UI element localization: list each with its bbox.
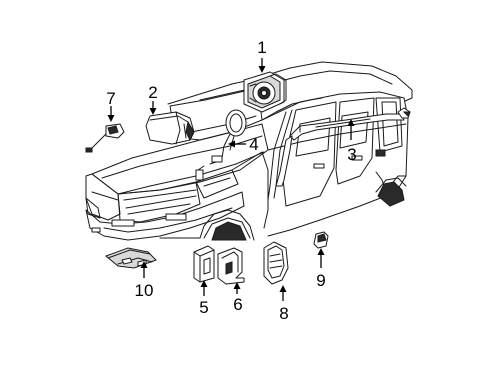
vehicle-illustration	[85, 61, 413, 241]
part-6-bracket	[217, 247, 245, 285]
callout-1: 1	[257, 38, 266, 57]
part-10-bracket	[105, 247, 157, 269]
part-4-clockspring	[195, 109, 247, 181]
callout-labels: 1 2 7 4 3 10 5 6 8 9	[106, 38, 356, 323]
part-1-driver-airbag	[243, 71, 287, 113]
part-9-connector	[313, 231, 329, 249]
callout-7: 7	[106, 89, 115, 108]
part-7-sensor	[85, 123, 125, 153]
part-8-sensor-module	[263, 241, 289, 285]
part-5-module	[193, 245, 215, 283]
callout-leaders	[107, 58, 355, 301]
callout-4: 4	[249, 135, 258, 154]
part-3-curtain-airbag	[275, 107, 411, 187]
callout-6: 6	[233, 295, 242, 314]
callout-3: 3	[347, 145, 356, 164]
part-2-passenger-airbag	[145, 111, 195, 145]
callout-8: 8	[279, 304, 288, 323]
callout-5: 5	[199, 298, 208, 317]
callout-2: 2	[148, 83, 157, 102]
callout-9: 9	[316, 271, 325, 290]
callout-10: 10	[135, 281, 154, 300]
